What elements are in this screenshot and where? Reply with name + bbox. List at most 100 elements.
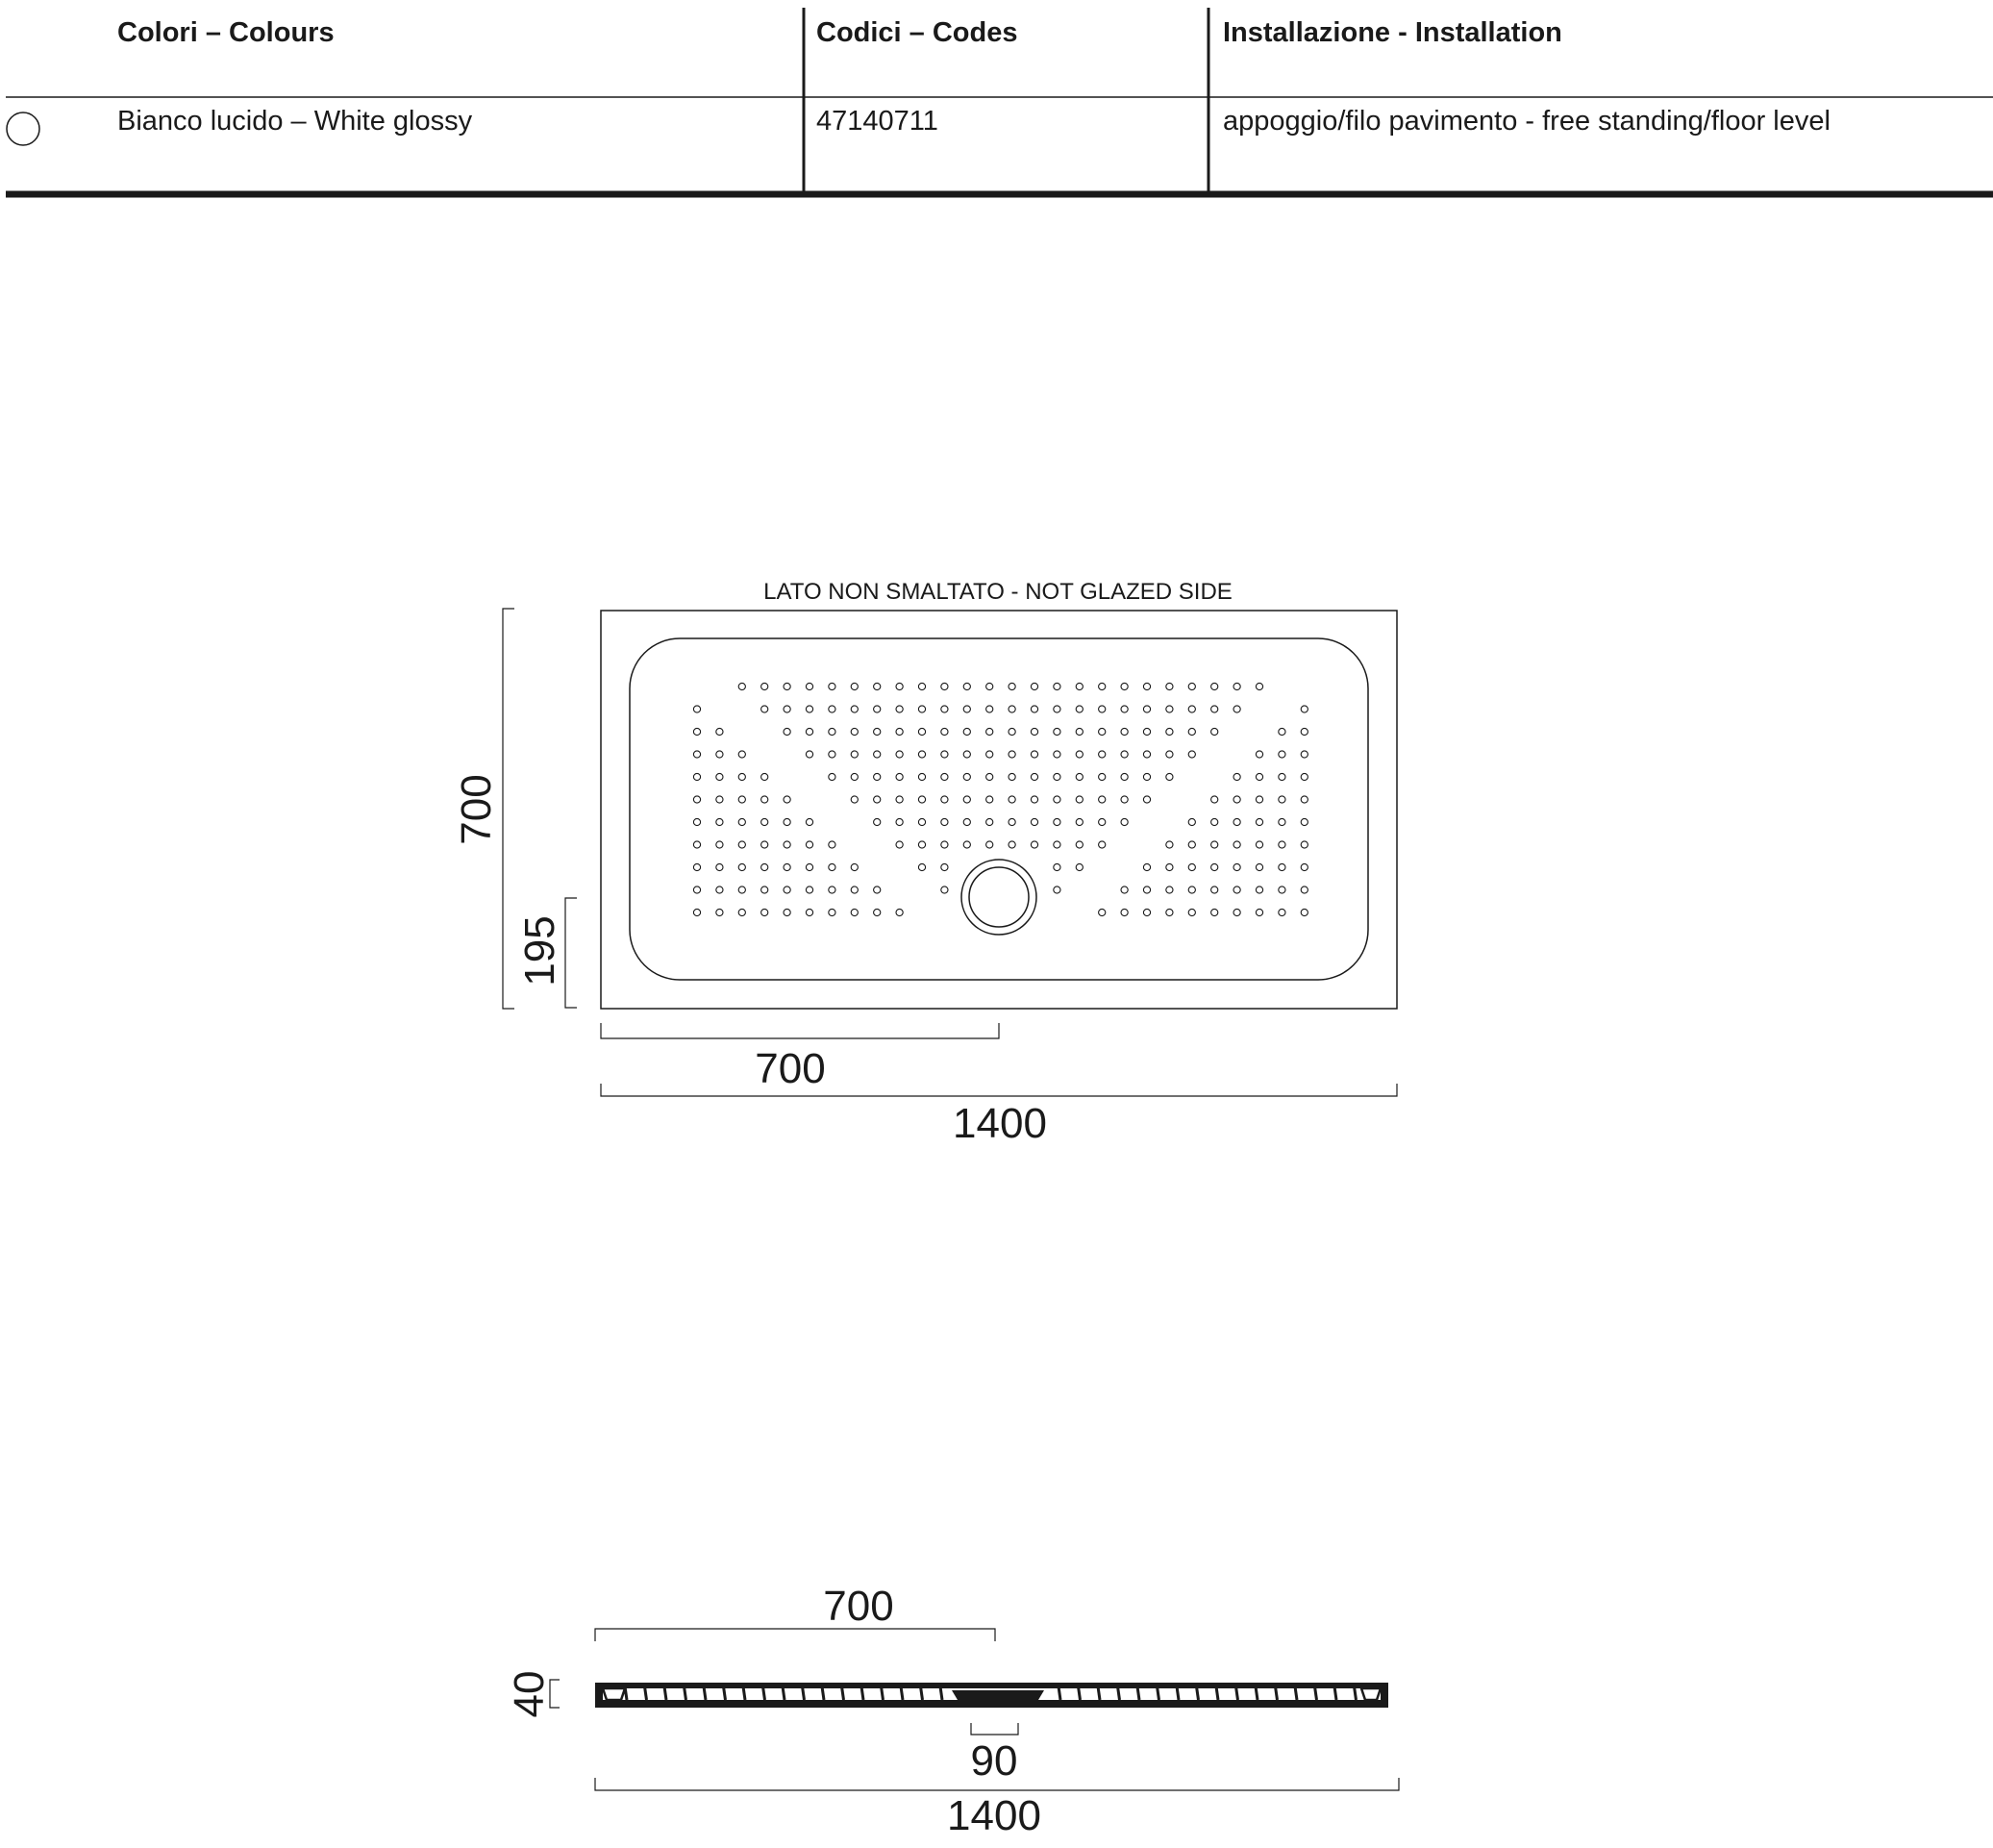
anti-slip-dot [760,908,769,917]
section-rib [1353,1686,1358,1701]
anti-slip-dot [1142,886,1152,894]
section-rib [1293,1686,1299,1701]
section-rib [643,1686,648,1701]
anti-slip-dot [1300,750,1308,759]
section-rib [683,1686,687,1701]
anti-slip-dot [1278,908,1286,917]
drain-offset-dim-line [564,897,577,1009]
half-width-dim-line [600,1023,1000,1039]
anti-slip-dot [805,840,814,849]
anti-slip-dot [1210,886,1219,894]
anti-slip-dot [1120,727,1129,737]
anti-slip-dot [783,886,791,894]
anti-slip-dot [985,772,994,782]
anti-slip-dot [917,840,927,849]
anti-slip-dot [737,886,746,894]
section-ribs [601,1686,1383,1702]
anti-slip-dot [783,795,791,804]
anti-slip-dot [962,727,971,737]
anti-slip-dot [1030,750,1039,759]
anti-slip-dot [917,817,927,827]
anti-slip-dot [1120,795,1129,804]
section-half-width-dim-label: 700 [823,1583,893,1630]
section-rib [899,1686,905,1701]
section-rib [859,1686,865,1701]
anti-slip-dot [1300,795,1308,804]
anti-slip-dot [940,705,949,713]
cell-code: 47140711 [816,106,938,137]
section-rib [938,1686,944,1701]
anti-slip-dot [1030,727,1039,737]
anti-slip-dot [1300,908,1308,917]
section-end-cap [1359,1686,1383,1702]
anti-slip-dot [715,908,724,917]
anti-slip-dot [895,705,904,713]
anti-slip-dot [1255,682,1264,691]
anti-slip-dot [1053,682,1061,691]
section-drain [952,1690,1044,1700]
anti-slip-dot [1255,886,1264,894]
anti-slip-dot [1030,817,1039,827]
header-installation: Installazione - Installation [1223,17,1562,48]
header-codes: Codici – Codes [816,17,1018,48]
anti-slip-dot [737,862,746,872]
anti-slip-dot [1210,840,1219,849]
anti-slip-dot [1255,750,1264,759]
anti-slip-dot [1008,817,1016,827]
section-drain-dim-line [970,1723,1019,1736]
anti-slip-dot [917,772,927,782]
anti-slip-dot [715,840,724,849]
anti-slip-dot [805,862,814,872]
anti-slip-dot [1008,795,1016,804]
anti-slip-dot [917,682,927,691]
anti-slip-dot [737,817,746,827]
anti-slip-dot [1300,840,1308,849]
anti-slip-dot [828,862,836,872]
anti-slip-dot [873,795,882,804]
anti-slip-dot [1008,727,1016,737]
anti-slip-dot [692,705,702,713]
section-height-dim-line [549,1679,560,1709]
anti-slip-dot [737,682,746,691]
anti-slip-dot [1142,727,1152,737]
anti-slip-dot [805,817,814,827]
anti-slip-dot [1120,817,1129,827]
anti-slip-dot [985,727,994,737]
anti-slip-dot [917,727,927,737]
anti-slip-dot [1053,772,1061,782]
anti-slip-dot [828,772,836,782]
anti-slip-dot [1210,682,1219,691]
anti-slip-dot [1098,840,1107,849]
anti-slip-dot [1278,750,1286,759]
anti-slip-dot [1008,705,1016,713]
anti-slip-dot [1075,682,1084,691]
anti-slip-dot [962,682,971,691]
cell-installation: appoggio/filo pavimento - free standing/… [1223,106,1831,137]
anti-slip-dot [1210,817,1219,827]
anti-slip-dot [962,772,971,782]
anti-slip-dot [1233,795,1241,804]
anti-slip-dot [1187,817,1196,827]
anti-slip-dot [1142,908,1152,917]
anti-slip-dot [1030,682,1039,691]
anti-slip-dot [962,840,971,849]
anti-slip-dot [1210,727,1219,737]
anti-slip-dot [715,862,724,872]
anti-slip-dot [1187,908,1196,917]
anti-slip-dot [1075,817,1084,827]
anti-slip-dot [940,795,949,804]
section-rib [1057,1686,1062,1701]
anti-slip-dot [1278,727,1286,737]
color-swatch-icon [6,112,40,146]
anti-slip-dot [1098,682,1107,691]
anti-slip-dot [715,886,724,894]
section-rib [741,1686,747,1701]
anti-slip-dot [760,840,769,849]
anti-slip-dot [1210,705,1219,713]
anti-slip-dot [1165,727,1174,737]
anti-slip-dot [1075,862,1084,872]
section-width-dim-line [594,1778,1400,1791]
section-rib [1116,1686,1121,1701]
anti-slip-dot [783,682,791,691]
anti-slip-dot [1053,795,1061,804]
